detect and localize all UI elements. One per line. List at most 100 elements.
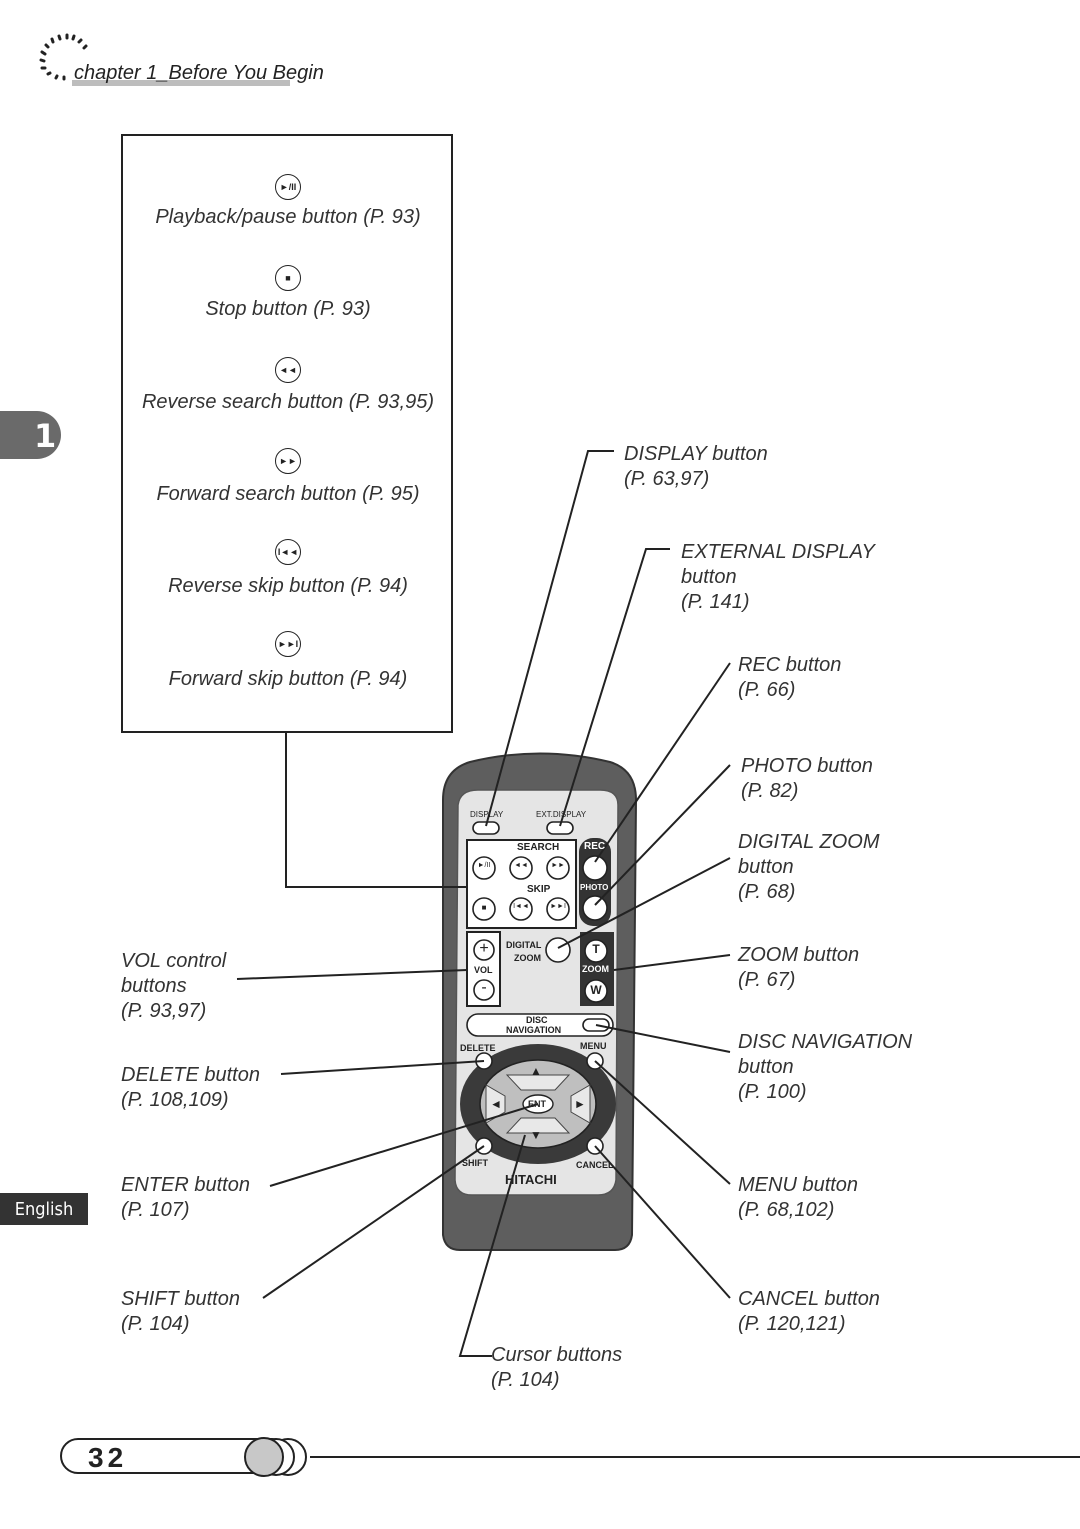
remote-digital-text: DIGITAL [506,940,542,950]
callout-disc-navigation: DISC NAVIGATION button (P. 100) [738,1030,912,1105]
cancel-button[interactable] [587,1138,603,1154]
callout-line: PHOTO button [741,755,873,777]
digital-zoom-button[interactable] [546,938,570,962]
cursor-down-button[interactable]: ▼ [530,1128,542,1142]
callout-line: (P. 93,97) [121,1000,207,1022]
remote-digital-zoom-text: ZOOM [514,953,541,963]
ext-display-button[interactable] [547,822,573,834]
callout-line: DISC NAVIGATION [738,1031,913,1053]
callout-line: (P. 100) [738,1081,807,1103]
remote-photo-text: PHOTO [580,883,609,892]
callout-line: EXTERNAL DISPLAY [681,541,875,563]
stop-button[interactable]: ■ [481,903,487,912]
play-pause-icon: ►/II [275,174,301,200]
shift-button[interactable] [476,1138,492,1154]
zoom-tele-button[interactable]: T [592,942,600,956]
fast-forward-button[interactable]: ►► [551,862,565,869]
remote-vol-text: VOL [474,965,493,975]
cursor-left-button[interactable]: ◄ [490,1097,502,1111]
callout-line: ZOOM button [738,944,860,966]
remote-search-text: SEARCH [517,842,560,853]
callout-line: DIGITAL ZOOM [738,831,880,853]
box-label-reverse-skip: Reverse skip button (P. 94) [168,575,408,597]
remote-ext-display-text: EXT.DISPLAY [536,810,587,819]
callout-line: DISPLAY button [624,443,768,465]
callout-line: VOL control [121,950,227,972]
callout-cursor: Cursor buttons (P. 104) [491,1343,622,1393]
callout-line: (P. 68,102) [738,1199,835,1221]
box-label-playback: Playback/pause button (P. 93) [155,206,421,228]
chapter-title: chapter 1_Before You Begin [74,62,324,84]
remote-skip-text: SKIP [527,884,551,895]
chapter-number: 1 [34,417,57,455]
callout-line: (P. 104) [121,1313,190,1335]
enter-button[interactable]: ENT [528,1099,546,1109]
page-number-pill: 32 [60,1438,290,1474]
remote-zoom-text: ZOOM [582,964,609,974]
remote-delete-text: DELETE [460,1043,496,1053]
cursor-up-button[interactable]: ▲ [530,1064,542,1078]
vol-down-button[interactable]: - [481,979,487,996]
cursor-right-button[interactable]: ► [574,1097,586,1111]
callout-line: (P. 67) [738,969,796,991]
inset-box: ►/II Playback/pause button (P. 93) ■ Sto… [121,134,453,733]
callout-line: (P. 120,121) [738,1313,846,1335]
callout-zoom: ZOOM button (P. 67) [738,943,859,993]
chapter-ornament-icon [36,30,92,86]
remote-shift-text: SHIFT [462,1158,488,1168]
callout-display: DISPLAY button (P. 63,97) [624,442,768,492]
callout-vol: VOL control buttons (P. 93,97) [121,949,226,1024]
menu-button[interactable] [587,1053,603,1069]
box-label-stop: Stop button (P. 93) [205,298,371,320]
photo-button[interactable] [583,896,607,920]
fast-forward-icon: ►► [275,448,301,474]
chapter-title-underline [72,80,290,86]
callout-line: DELETE button [121,1064,260,1086]
callout-photo: PHOTO button (P. 82) [741,754,873,804]
rewind-icon: ◄◄ [275,357,301,383]
language-tab: English [0,1193,88,1225]
remote-disc-text: DISC [526,1015,548,1025]
remote-rec-text: REC [584,841,606,852]
skip-back-icon: I◄◄ [275,539,301,565]
callout-line: SHIFT button [121,1288,240,1310]
callout-digital-zoom: DIGITAL ZOOM button (P. 68) [738,830,880,905]
box-label-reverse-search: Reverse search button (P. 93,95) [141,391,435,413]
callout-line: button [681,566,737,588]
play-pause-button[interactable]: ►/II [477,862,491,869]
rewind-button[interactable]: ◄◄ [514,862,528,869]
callout-line: (P. 108,109) [121,1089,229,1111]
callout-line: (P. 82) [741,780,799,802]
callout-line: (P. 141) [681,591,750,613]
callout-line: (P. 107) [121,1199,190,1221]
callout-ext-display: EXTERNAL DISPLAY button (P. 141) [681,540,875,615]
callout-line: ENTER button [121,1174,250,1196]
chapter-tab: 1 [0,411,61,459]
vol-up-button[interactable]: + [479,940,489,957]
box-label-forward-search: Forward search button (P. 95) [156,483,420,505]
delete-button[interactable] [476,1053,492,1069]
callout-shift: SHIFT button (P. 104) [121,1287,240,1337]
callout-enter: ENTER button (P. 107) [121,1173,250,1223]
callout-cancel: CANCEL button (P. 120,121) [738,1287,880,1337]
remote-display-text: DISPLAY [470,810,504,819]
zoom-wide-button[interactable]: W [590,983,602,997]
display-button[interactable] [473,822,499,834]
brand-logo: HITACHI [505,1172,557,1187]
remote-menu-text: MENU [580,1041,607,1051]
disc-navigation-button[interactable] [583,1019,609,1031]
callout-line: buttons [121,975,187,997]
box-label-forward-skip: Forward skip button (P. 94) [168,668,408,690]
skip-back-button[interactable]: I◄◄ [513,903,529,910]
callout-line: MENU button [738,1174,859,1196]
rec-button[interactable] [583,856,607,880]
callout-line: CANCEL button [738,1288,880,1310]
callout-line: button [738,856,794,878]
callout-menu: MENU button (P. 68,102) [738,1173,858,1223]
callout-line: (P. 63,97) [624,468,710,490]
callout-line: (P. 104) [491,1369,560,1391]
footer-circles-ornament [244,1437,1080,1477]
remote-cancel-text: CANCEL [576,1160,614,1170]
skip-forward-button[interactable]: ►►I [550,903,566,910]
callout-line: Cursor buttons [491,1344,623,1366]
